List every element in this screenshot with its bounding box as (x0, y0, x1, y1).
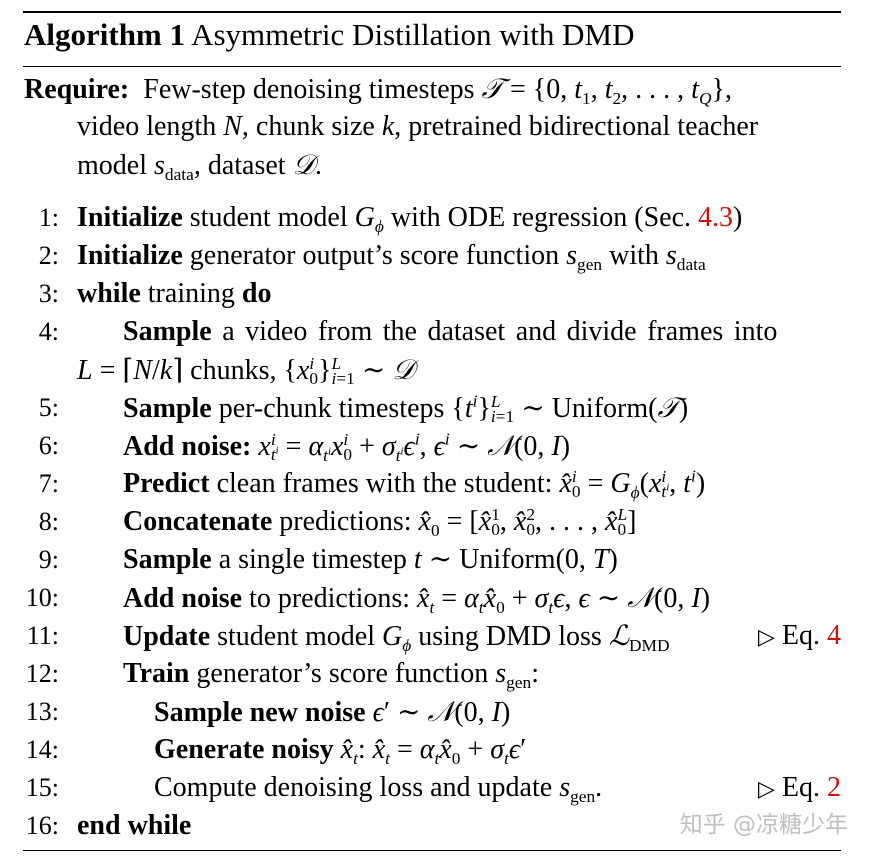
step-12: Train generator’s score function sgen: (123, 658, 539, 693)
step-7: Predict clean frames with the student: x… (123, 466, 706, 503)
comment-triangle-icon: ▷ (757, 776, 775, 801)
equation-ref-link[interactable]: 2 (827, 772, 841, 803)
line-number: 2: (38, 241, 59, 270)
require-line-2: video length N, chunk size k, pretrained… (77, 111, 759, 142)
line-number: 11: (26, 621, 59, 650)
step-2: Initialize generator output’s score func… (77, 240, 706, 275)
step-4: Sample a video from the dataset and divi… (123, 316, 778, 347)
line-number: 9: (38, 545, 59, 574)
require-text-1: Few-step denoising timesteps (143, 74, 475, 105)
line-number: 16: (25, 811, 59, 840)
step-3: while training do (77, 278, 272, 309)
line-number: 13: (25, 697, 59, 726)
line-number: 3: (38, 279, 59, 308)
line-number: 7: (38, 469, 59, 498)
line-number: 8: (38, 507, 59, 536)
algorithm-label: Algorithm 1 (24, 17, 186, 52)
bottom-rule (23, 850, 841, 851)
step-11: Update student model Gϕ using DMD loss ℒ… (123, 619, 670, 656)
algorithm-name: Asymmetric Distillation with DMD (191, 17, 635, 52)
algorithm-title: Algorithm 1 Asymmetric Distillation with… (24, 15, 635, 55)
comment-triangle-icon: ▷ (757, 624, 775, 649)
step-14: Generate noisy x̂t: x̂t = αtx̂0 + σtϵ′ (154, 734, 527, 769)
line-number: 10: (25, 583, 59, 612)
step-1: Initialize student model Gϕ with ODE reg… (77, 202, 743, 237)
step-13: Sample new noise ϵ′ ∼ 𝒩(0, I) (154, 695, 511, 728)
step-15-comment: ▷ Eq. 2 (757, 772, 841, 803)
line-number: 14: (25, 735, 59, 764)
line-number: 15: (25, 773, 59, 802)
line-number: 1: (38, 203, 59, 232)
watermark: 知乎 @凉糖少年 (679, 812, 848, 838)
require-line-3: model sdata, dataset 𝒟. (77, 148, 322, 185)
title-rule (23, 66, 841, 67)
top-rule (23, 11, 841, 13)
require-line-1: Require: Few-step denoising timesteps 𝒯 … (24, 72, 732, 109)
step-15: Compute denoising loss and update sgen. (154, 772, 603, 807)
equation-ref-link[interactable]: 4 (827, 620, 841, 651)
step-11-comment: ▷ Eq. 4 (757, 620, 841, 651)
step-16: end while (77, 810, 192, 841)
line-number: 12: (25, 659, 59, 688)
step-9: Sample a single timestep t ∼ Uniform(0, … (123, 544, 618, 575)
require-label: Require: (24, 74, 130, 105)
section-ref-link[interactable]: 4.3 (698, 202, 734, 233)
line-number: 4: (38, 317, 59, 346)
step-10: Add noise to predictions: x̂t = αtx̂0 + … (123, 581, 711, 618)
line-number: 5: (38, 393, 59, 422)
line-number: 6: (38, 431, 59, 460)
